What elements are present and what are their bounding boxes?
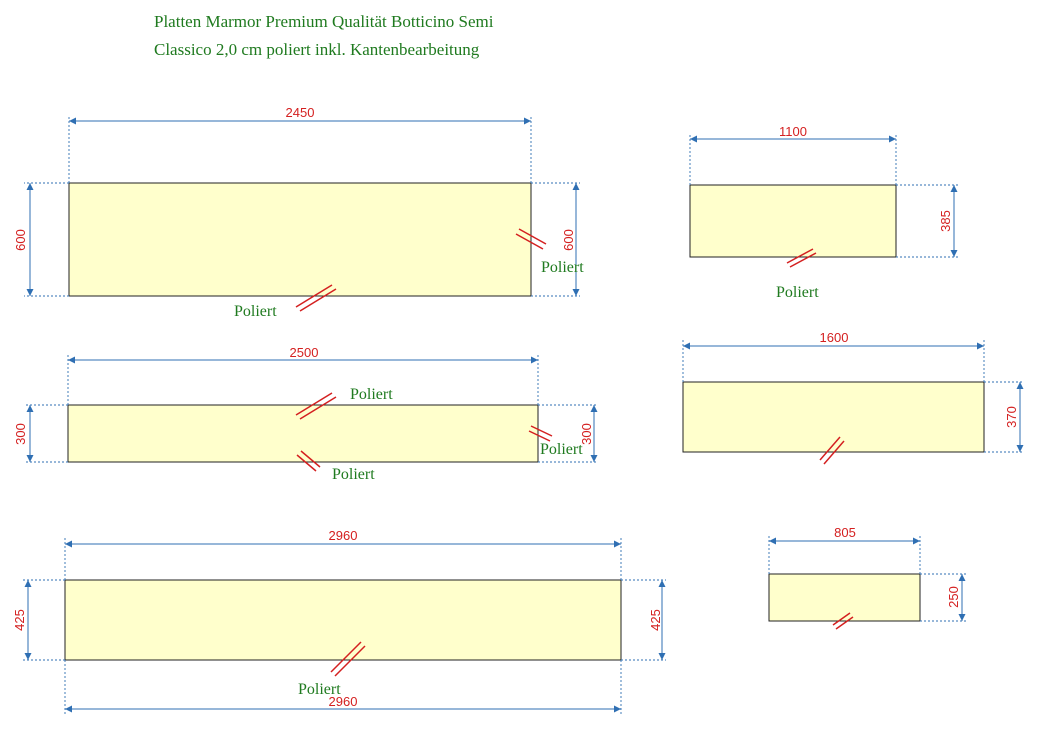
height-right-dimension-label: 300 — [579, 423, 594, 445]
drawing-title-line-2: Classico 2,0 cm poliert inkl. Kantenbear… — [154, 40, 480, 59]
width-dimension-label: 1600 — [820, 330, 849, 345]
height-left-dimension-label: 600 — [13, 229, 28, 251]
polished-edge-mark — [296, 450, 321, 472]
polished-note: Poliert — [541, 259, 584, 276]
polished-edge-mark — [786, 248, 817, 268]
polished-edge-mark — [515, 228, 547, 250]
polished-note: Poliert — [332, 466, 375, 483]
slab-805x250: 805 250 — [768, 525, 966, 630]
height-left-dimension-label: 300 — [13, 423, 28, 445]
height-right-dimension-label: 385 — [938, 210, 953, 232]
polished-edge-mark — [528, 425, 553, 442]
width-dimension-label: 805 — [834, 525, 856, 540]
height-right-dimension-label: 425 — [648, 609, 663, 631]
polished-edge-mark — [295, 392, 337, 420]
polished-note: Poliert — [540, 441, 583, 458]
polished-note: Poliert — [350, 386, 393, 403]
height-right-dimension-label: 370 — [1004, 406, 1019, 428]
slab-2500x300: 2500 300 300 Poliert Poliert Poliert — [13, 345, 598, 483]
width-dimension-label: 2960 — [329, 528, 358, 543]
polished-note: Poliert — [298, 681, 341, 698]
width-bottom-dimension-label: 2960 — [329, 694, 358, 709]
slab-body — [689, 184, 897, 258]
slab-body — [768, 573, 921, 622]
height-right-dimension-label: 250 — [946, 586, 961, 608]
drawing-title-line-1: Platten Marmor Premium Qualität Botticin… — [154, 12, 494, 31]
slab-body — [68, 182, 532, 297]
slab-1600x370: 1600 370 — [682, 330, 1024, 465]
width-dimension-label: 2450 — [286, 105, 315, 120]
polished-edge-mark — [819, 436, 845, 465]
polished-edge-mark — [295, 284, 337, 312]
slab-2960x425: 2960 2960 425 425 Poliert — [12, 528, 666, 714]
slab-1100x385: 1100 385 Poliert — [689, 124, 958, 301]
width-dimension-label: 2500 — [290, 345, 319, 360]
width-dimension-label: 1100 — [779, 124, 807, 139]
polished-edge-mark — [330, 641, 366, 677]
polished-edge-mark — [832, 612, 854, 630]
slab-2450x600: 2450 600 600 Poliert Poliert — [13, 105, 584, 320]
slab-body — [64, 579, 622, 661]
slab-body — [682, 381, 985, 453]
height-right-dimension-label: 600 — [561, 229, 576, 251]
polished-note: Poliert — [234, 303, 277, 320]
polished-note: Poliert — [776, 284, 819, 301]
height-left-dimension-label: 425 — [12, 609, 27, 631]
